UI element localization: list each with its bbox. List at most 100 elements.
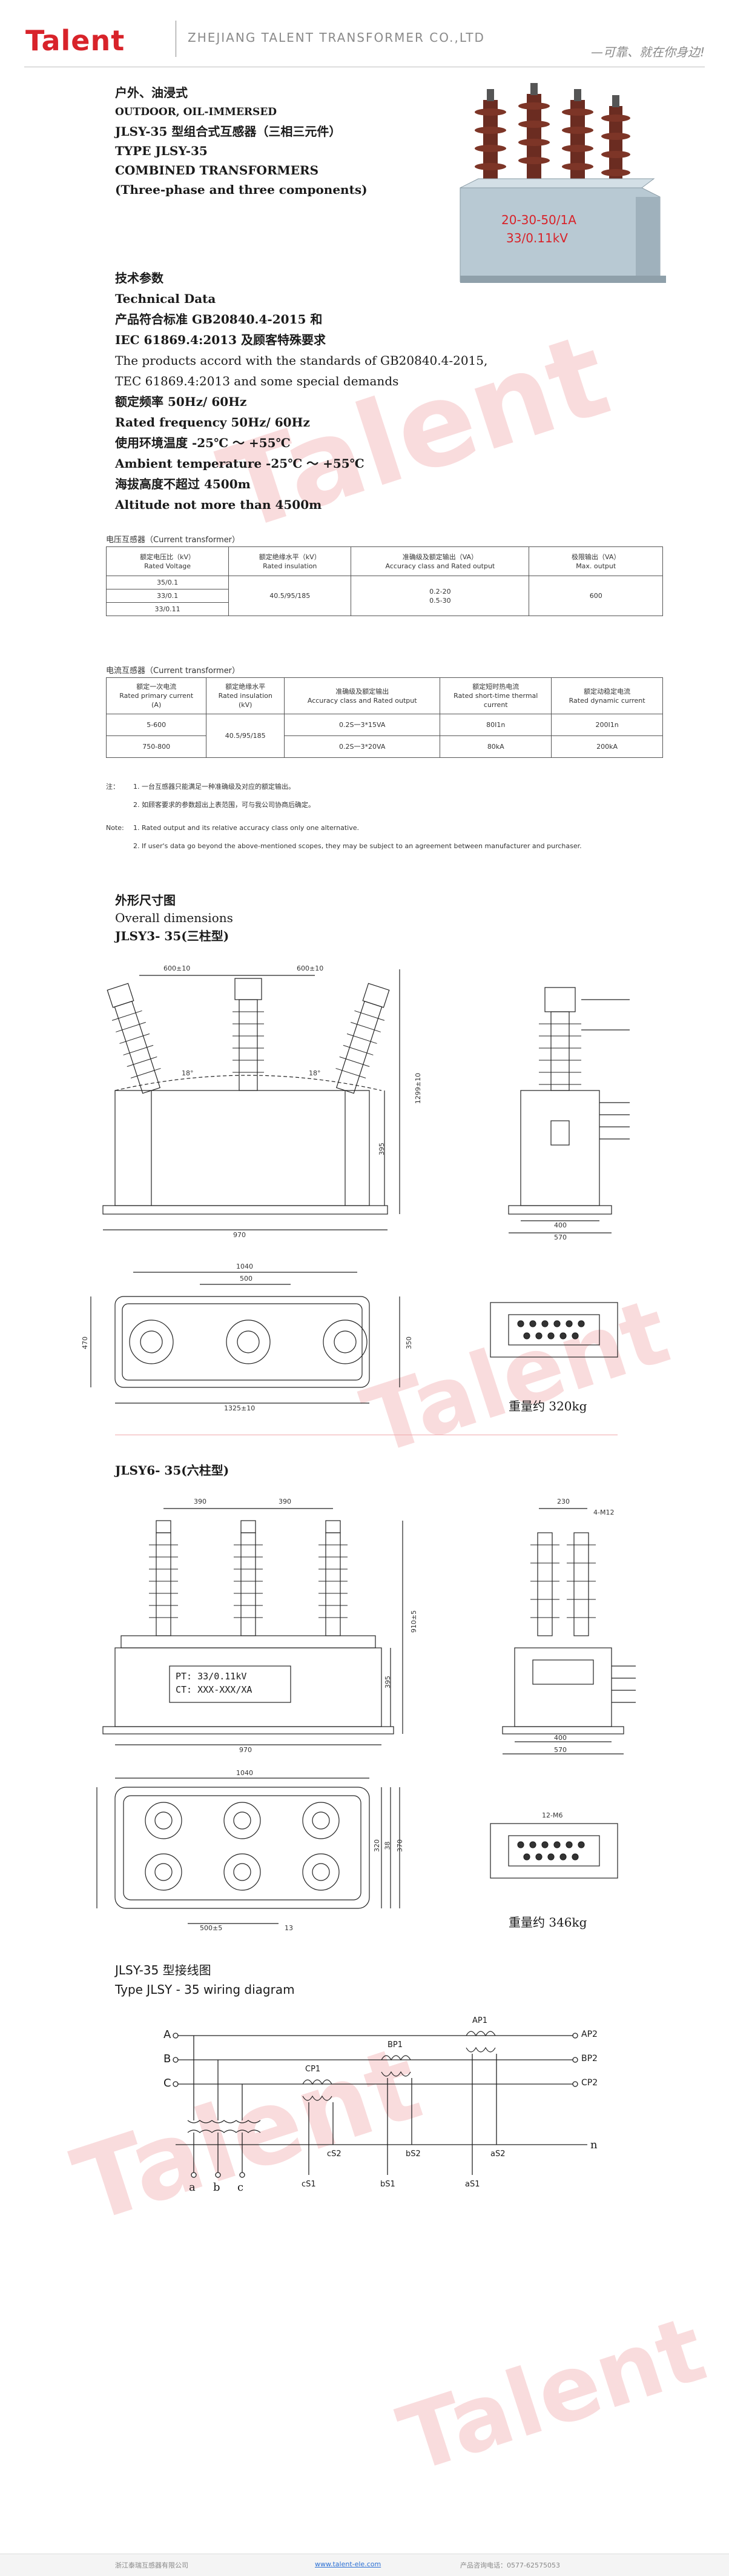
nameplate-ratio: 20-30-50/1A: [501, 213, 576, 227]
model1-plan-view: 1040 500 470 1325±10 350: [79, 1260, 418, 1418]
title-en: COMBINED TRANSFORMERS: [115, 163, 319, 178]
vt-header: 准确级及额定输出（VA） Accuracy class and Rated ou…: [351, 546, 530, 576]
note-cn-1: 1. 一台互感器只能满足一种准确级及对应的额定输出。: [133, 783, 295, 791]
bushing: [483, 94, 622, 185]
vt-accuracy-value: 0.2-20: [429, 587, 451, 596]
type-cn: 户外、油浸式: [115, 85, 188, 100]
ct-accuracy-cell: 0.2S一3*15VA: [284, 714, 441, 736]
temp-en: Ambient temperature -25℃ ～ +55℃: [115, 456, 364, 471]
wiring-secondary-label: b: [213, 2181, 220, 2194]
ct-table-caption: 电流互感器（Current transformer）: [106, 666, 240, 676]
model2-plan-view: 1040 500±5 13 320 38 370: [79, 1769, 418, 1933]
note-cn-label: 注：: [106, 783, 119, 791]
dim-label: 1325±10: [224, 1404, 256, 1412]
wiring-terminal-label: aS2: [490, 2149, 506, 2159]
dim-label: 18°: [309, 1069, 321, 1077]
dim-label: 570: [554, 1233, 567, 1241]
nameplate-voltage: 33/0.11kV: [506, 231, 568, 245]
wiring-diagram: A B C AP2 BP2 CP2 AP1 BP1 CP1 a b c n cS…: [151, 2011, 624, 2211]
dim-label: 350: [405, 1336, 413, 1349]
wiring-heading-en: Type JLSY - 35 wiring diagram: [115, 1982, 295, 1997]
std-en-1: The products accord with the standards o…: [115, 353, 488, 368]
note-en-1: 1. Rated output and its relative accurac…: [133, 824, 359, 832]
vt-insulation-cell: 40.5/95/185: [228, 576, 352, 616]
dim-label: 400: [554, 1734, 567, 1742]
company-name: ZHEJIANG TALENT TRANSFORMER CO.,LTD: [188, 30, 485, 45]
temp-cn: 使用环境温度 -25℃ ～ +55℃: [115, 436, 291, 450]
dim-label: 13: [285, 1924, 293, 1932]
dim-label: 1040: [236, 1769, 253, 1777]
note-en-label: Note:: [106, 824, 124, 832]
model1-weight: 重量约 320kg: [509, 1399, 587, 1413]
wiring-ct-label: CP1: [305, 2065, 321, 2074]
vt-header: 额定绝缘水平（kV） Rated insulation: [228, 546, 352, 576]
watermark-logo: Talent: [388, 2296, 717, 2494]
dim-label: 1040: [236, 1263, 253, 1270]
dims-heading-cn: 外形尺寸图: [115, 893, 176, 908]
dim-label: 600±10: [297, 964, 324, 972]
ct-dynamic-cell: 200kA: [551, 735, 663, 758]
wiring-input-label: C: [163, 2077, 171, 2090]
vt-accuracy-value: 0.5-30: [429, 596, 451, 605]
wiring-secondary-label: c: [237, 2181, 244, 2194]
dim-label: 18°: [182, 1069, 194, 1077]
vt-voltage-cell: 33/0.11: [105, 602, 229, 616]
dim-label: 12-M6: [542, 1811, 563, 1819]
type-en: OUTDOOR, OIL-IMMERSED: [115, 106, 277, 118]
ct-current-cell: 5-600: [105, 714, 207, 736]
ct-accuracy-cell: 0.2S一3*20VA: [284, 735, 441, 758]
dim-label: 600±10: [163, 964, 191, 972]
dim-label: 370: [396, 1839, 404, 1852]
model2-label: JLSY6- 35(六柱型): [115, 1463, 229, 1478]
freq-cn: 额定频率 50Hz/ 60Hz: [115, 394, 247, 409]
dim-label: 320: [373, 1839, 381, 1852]
wiring-ct-label: AP1: [472, 2016, 488, 2025]
wiring-ct-label: BP1: [388, 2040, 403, 2050]
ct-current-cell: 750-800: [105, 735, 207, 758]
nameplate-pt: PT: 33/0.11kV: [176, 1671, 247, 1682]
dim-label: 230: [557, 1498, 570, 1505]
vt-voltage-cell: 35/0.1: [105, 576, 229, 589]
std-en-2: TEC 61869.4:2013 and some special demand…: [115, 374, 399, 388]
alt-cn: 海拔高度不超过 4500m: [115, 477, 251, 491]
std-cn-2: IEC 61869.4:2013 及顾客特殊要求: [115, 333, 326, 347]
nameplate-ct: CT: XXX-XXX/XA: [176, 1684, 252, 1695]
dim-label: 38: [383, 1841, 392, 1850]
ct-table: 额定一次电流 Rated primary current (A) 额定绝缘水平 …: [105, 677, 663, 758]
dims-heading-en: Overall dimensions: [115, 911, 233, 925]
footer-website-link[interactable]: www.talent-ele.com: [315, 2560, 381, 2568]
wiring-output-label: AP2: [581, 2030, 598, 2039]
ct-dynamic-cell: 200I1n: [551, 714, 663, 736]
wiring-output-label: BP2: [581, 2054, 598, 2063]
footer-phone: 产品咨询电话：0577-62575053: [460, 2561, 560, 2569]
wiring-secondary-label: a: [189, 2181, 196, 2194]
brand-logo: Talent: [25, 24, 125, 57]
ct-insulation-cell: 40.5/95/185: [206, 714, 285, 758]
model2-side-view: 230 4-M12 400 570: [484, 1496, 666, 1757]
ct-header: 额定绝缘水平 Rated insulation (kV): [206, 677, 285, 714]
note-en-2: 2. If user's data go beyond the above-me…: [133, 842, 582, 850]
model2-terminal-box: 12-M6: [484, 1811, 624, 1884]
dim-label: 390: [194, 1498, 206, 1505]
ct-header: 准确级及额定输出 Accuracy class and Rated output: [284, 677, 441, 714]
dim-label: 400: [554, 1221, 567, 1229]
dim-label: 970: [233, 1231, 246, 1239]
wiring-output-label: CP2: [581, 2078, 598, 2088]
wiring-terminal-label: cS1: [302, 2180, 316, 2189]
model1-label: JLSY3- 35(三柱型): [115, 929, 229, 943]
ct-thermal-cell: 80kA: [440, 735, 552, 758]
freq-en: Rated frequency 50Hz/ 60Hz: [115, 415, 310, 430]
wiring-input-label: A: [163, 2028, 171, 2041]
dim-label: 970: [239, 1746, 252, 1754]
model1-terminal-box: [484, 1296, 624, 1363]
wiring-input-label: B: [163, 2053, 171, 2065]
std-cn-1: 产品符合标准 GB20840.4-2015 和: [115, 312, 323, 327]
model1-front-view: 600±10 600±10 18° 18° 1299±10 395 970: [79, 963, 422, 1248]
footer-company: 浙江泰瑞互感器有限公司: [115, 2561, 188, 2569]
model-label: TYPE JLSY-35: [115, 144, 208, 158]
vt-table: 额定电压比（kV） Rated Voltage 额定绝缘水平（kV） Rated…: [105, 546, 663, 616]
model1-side-view: 400 570: [484, 963, 666, 1248]
tech-heading-cn: 技术参数: [115, 271, 163, 285]
dim-label: 570: [554, 1746, 567, 1754]
ct-header: 额定动稳定电流 Rated dynamic current: [551, 677, 663, 714]
